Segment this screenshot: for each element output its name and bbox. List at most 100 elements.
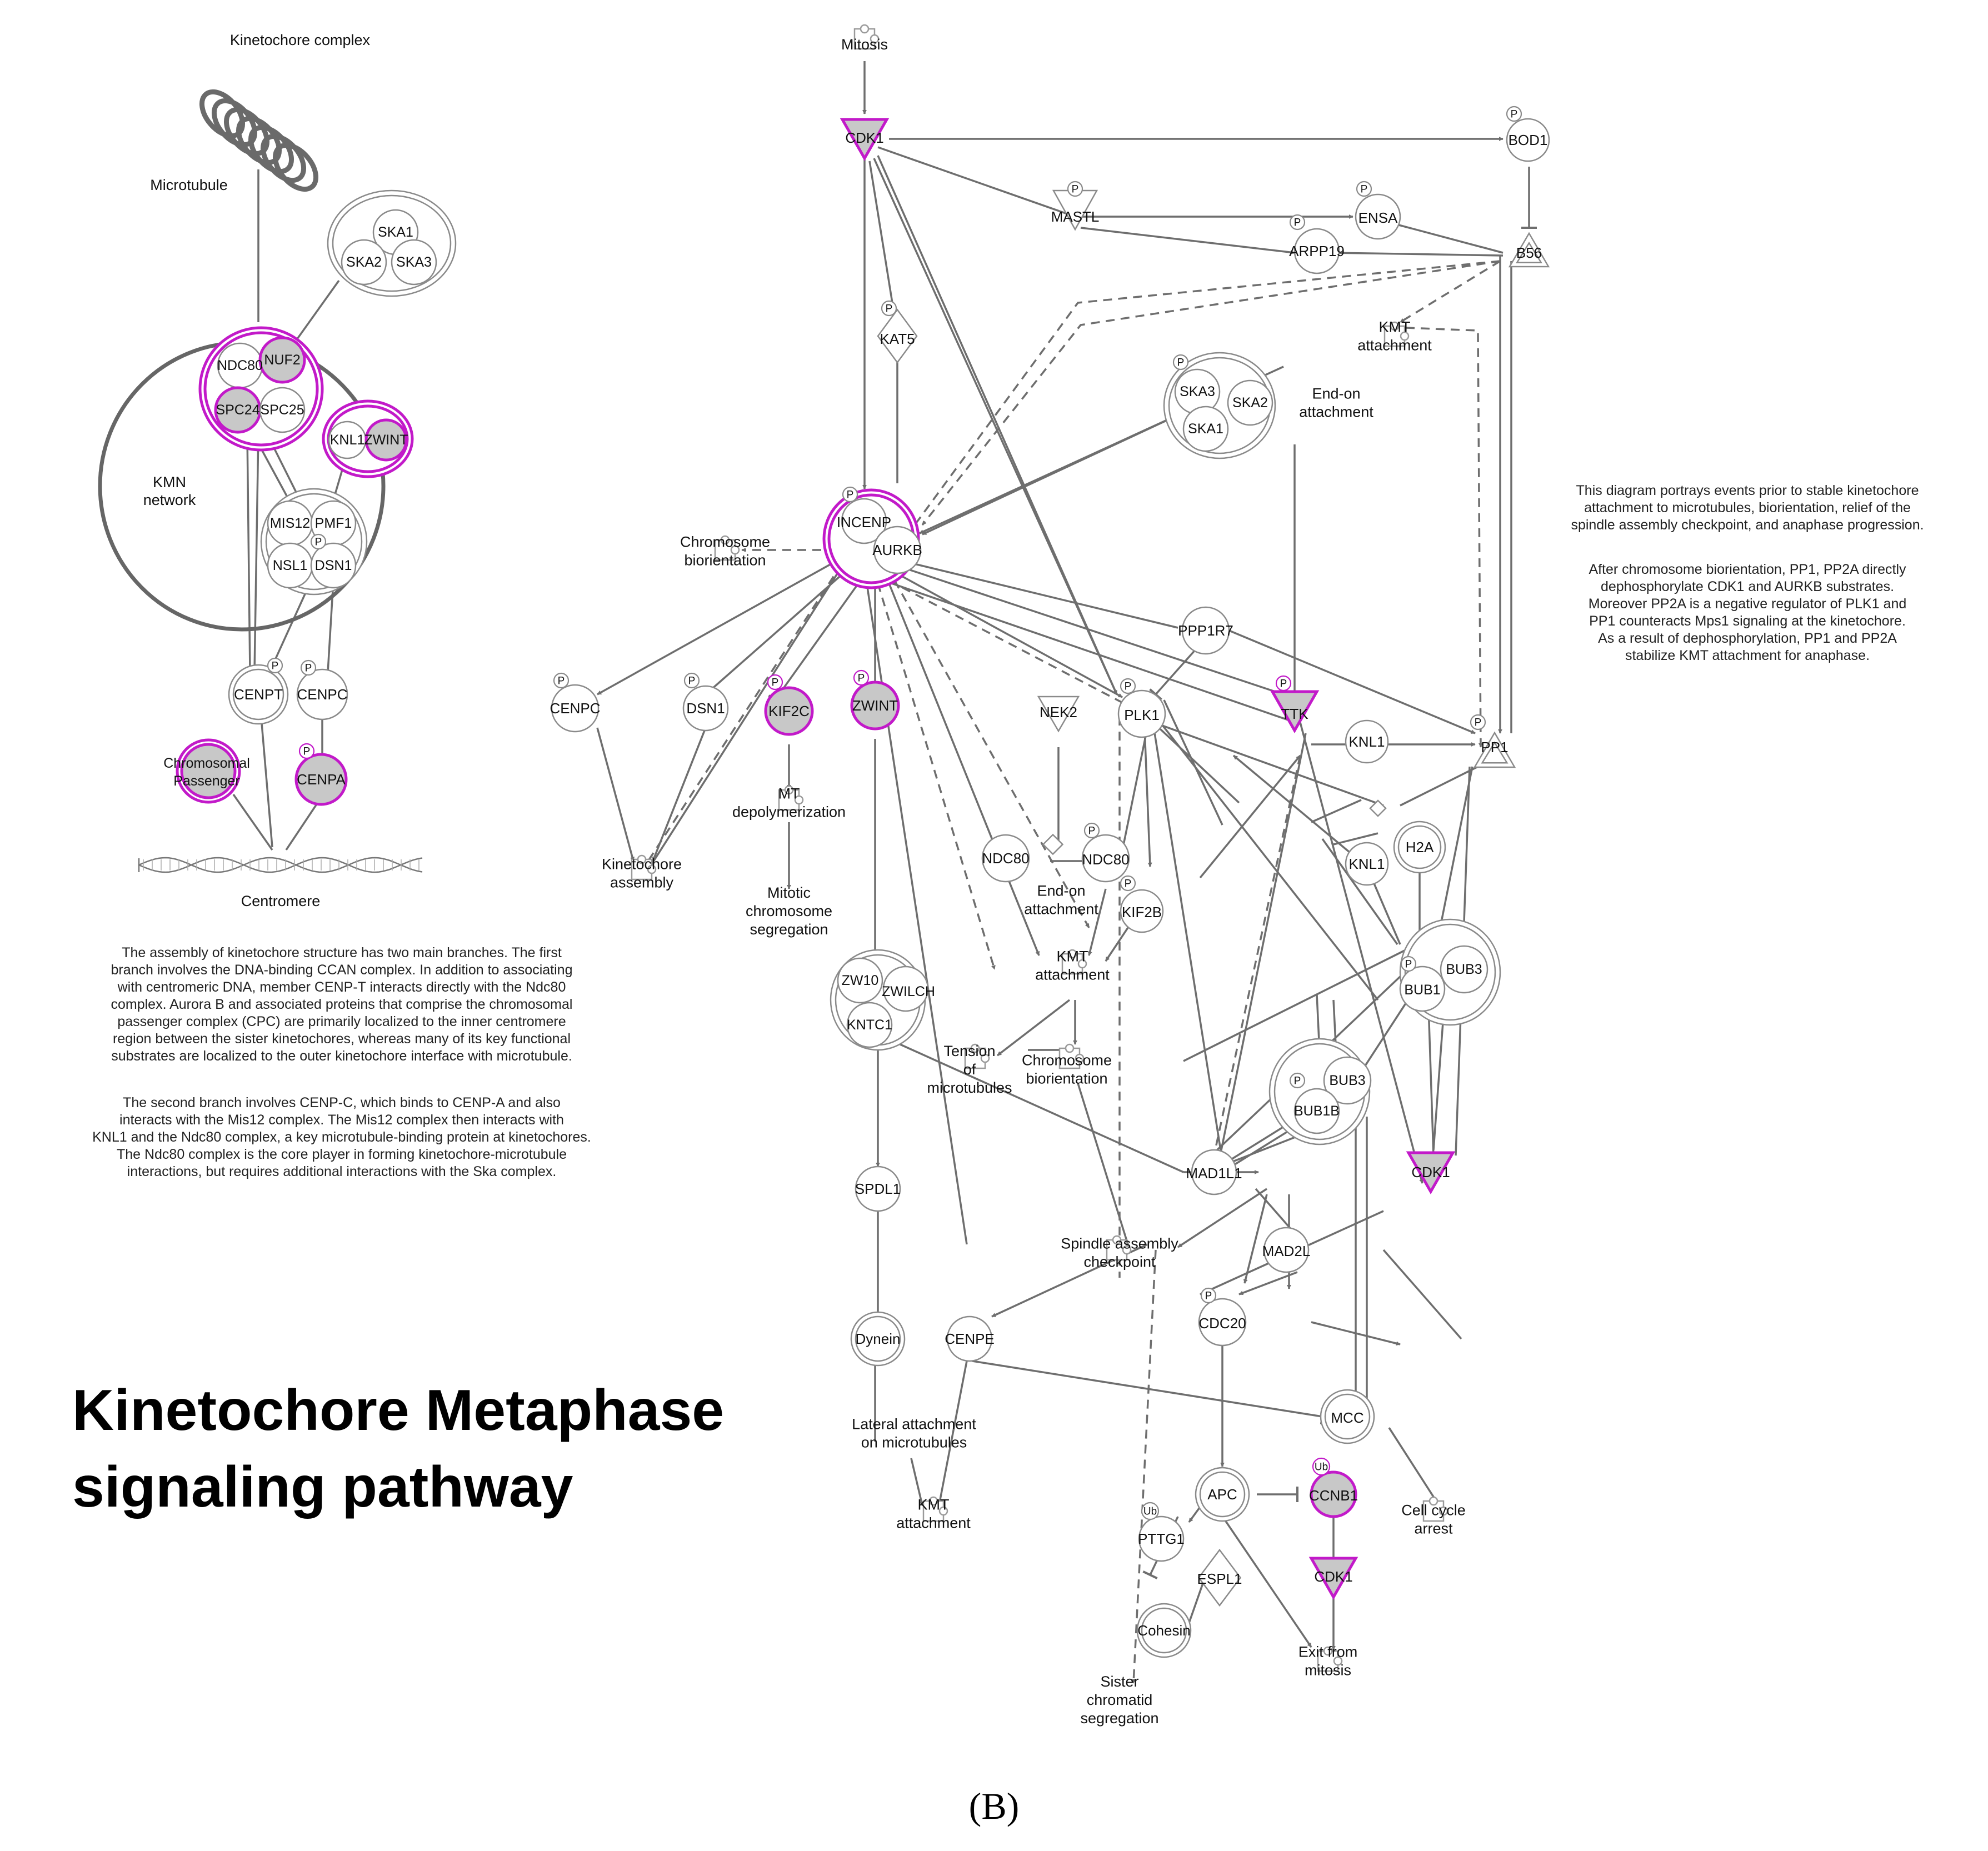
edge xyxy=(643,563,843,867)
ska-phospho-mark-text: P xyxy=(1177,357,1185,369)
mcc-label: MCC xyxy=(1331,1409,1363,1426)
pmf1-label-left: PMF1 xyxy=(315,516,352,531)
right-line: dephosphorylate CDK1 and AURKB substrate… xyxy=(1600,579,1895,594)
incenp-label: INCENP xyxy=(837,514,891,531)
ttk-phospho-mark-text: P xyxy=(1280,678,1287,690)
pttg1-node xyxy=(1138,1515,1185,1562)
bub1-phospho-mark xyxy=(1400,955,1417,972)
ensa-node xyxy=(1355,193,1401,240)
left-line: KNL1 and the Ndc80 complex, a key microt… xyxy=(92,1129,591,1145)
pttg1-label: PTTG1 xyxy=(1138,1530,1185,1547)
cenpc-phospho-mark-left-text: P xyxy=(305,663,312,674)
edge xyxy=(253,433,259,673)
b56-node xyxy=(1508,232,1550,268)
dna-helix-icon xyxy=(138,857,423,873)
edge xyxy=(268,580,312,673)
kat5-label: KAT5 xyxy=(880,331,915,347)
ppp1r7-label: PPP1R7 xyxy=(1178,622,1233,639)
mad2l-node xyxy=(1263,1227,1310,1273)
ttk-node xyxy=(1270,690,1320,734)
edge xyxy=(246,433,251,673)
dsn1-node-right xyxy=(682,685,729,732)
spdl1-node xyxy=(855,1165,901,1212)
zw10-node xyxy=(837,957,883,1004)
edge xyxy=(1232,754,1368,868)
left-description-paragraph-1: The assembly of kinetochore structure ha… xyxy=(22,944,661,1065)
cenpc-label-right: CENPC xyxy=(550,700,600,717)
kmt-attachment-node-top xyxy=(1383,321,1410,347)
zwint-node-right xyxy=(850,681,900,731)
cell-cycle-arrest-node xyxy=(1422,1496,1448,1522)
bub3-label-lower: BUB3 xyxy=(1329,1073,1365,1088)
kmt-attachment-node-mid xyxy=(1061,949,1087,975)
nek2-node xyxy=(1037,696,1080,733)
edge xyxy=(1213,755,1301,1156)
edge xyxy=(877,146,1076,218)
spdl1-label: SPDL1 xyxy=(855,1180,901,1197)
mastl-phospho-mark xyxy=(1067,181,1083,197)
edge xyxy=(1163,699,1223,826)
cdk1-label-top: CDK1 xyxy=(845,129,883,146)
kmn-label-line1: KMN xyxy=(153,474,186,491)
incenp-node xyxy=(841,498,887,544)
bub1b-phospho-mark xyxy=(1289,1072,1306,1089)
kinetochore-assembly-node xyxy=(631,854,657,881)
ccnb1-label: CCNB1 xyxy=(1309,1487,1358,1504)
kntc1-node xyxy=(846,1002,893,1048)
arpp19-label: ARPP19 xyxy=(1289,243,1345,259)
arpp19-phospho-mark-text: P xyxy=(1294,217,1301,229)
knl1-node-right xyxy=(1345,719,1389,764)
edge xyxy=(1155,643,1201,696)
edge xyxy=(1238,1271,1298,1295)
pttg1-ub-mark xyxy=(1141,1502,1160,1520)
zwint-phospho-mark xyxy=(853,669,870,686)
cenpc-phospho-mark-right xyxy=(553,672,570,689)
espl1-label: ESPL1 xyxy=(1197,1570,1242,1587)
bub3-node-lower xyxy=(1323,1056,1372,1105)
right-line: spindle assembly checkpoint, and anaphas… xyxy=(1571,517,1924,533)
cenpt-phospho-mark xyxy=(267,657,283,674)
kntc1-label: KNTC1 xyxy=(847,1017,892,1033)
left-line: interacts with the Mis12 complex. The Mi… xyxy=(119,1112,564,1128)
edge xyxy=(1080,227,1295,255)
edge xyxy=(916,260,1501,523)
incenp-phospho-mark xyxy=(842,486,858,503)
pp1-node xyxy=(1473,731,1516,768)
bub3-node-upper xyxy=(1440,945,1488,994)
edge xyxy=(972,1360,1323,1418)
edge xyxy=(1388,1427,1440,1506)
chromosomal-passenger-node xyxy=(176,738,241,804)
dsn1-phospho-mark-right xyxy=(683,672,700,689)
nek2-label: NEK2 xyxy=(1040,704,1077,721)
ensa-phospho-mark-text: P xyxy=(1361,184,1368,196)
edge xyxy=(1333,252,1504,257)
zwilch-node xyxy=(882,965,929,1012)
left-line: region between the sister kinetochores, … xyxy=(112,1031,571,1047)
edge xyxy=(774,582,860,701)
right-description-paragraph-1: This diagram portrays events prior to st… xyxy=(1520,482,1975,534)
cenpt-phospho-mark-text: P xyxy=(272,661,279,672)
knl1-junction-node xyxy=(1369,799,1387,817)
zwint-label-right: ZWINT xyxy=(852,697,898,714)
cdc20-phospho-mark xyxy=(1200,1287,1217,1304)
plk1-phospho-mark xyxy=(1120,678,1136,694)
cdk1-node-bottom xyxy=(1308,1557,1358,1600)
ska1-label-right: SKA1 xyxy=(1188,421,1223,437)
ndc80-node-right-a xyxy=(981,834,1030,883)
zw10-label: ZW10 xyxy=(842,973,879,988)
mt-depolymerization-node xyxy=(778,785,804,811)
centromere-label: Centromere xyxy=(241,893,321,909)
ska3-label-left: SKA3 xyxy=(396,254,432,270)
zwint-node-left xyxy=(364,418,408,462)
arpp19-phospho-mark xyxy=(1289,214,1306,231)
espl1-node xyxy=(1197,1548,1242,1607)
left-description-paragraph-2: The second branch involves CENP-C, which… xyxy=(22,1094,661,1180)
dsn1-node-left xyxy=(310,542,357,589)
